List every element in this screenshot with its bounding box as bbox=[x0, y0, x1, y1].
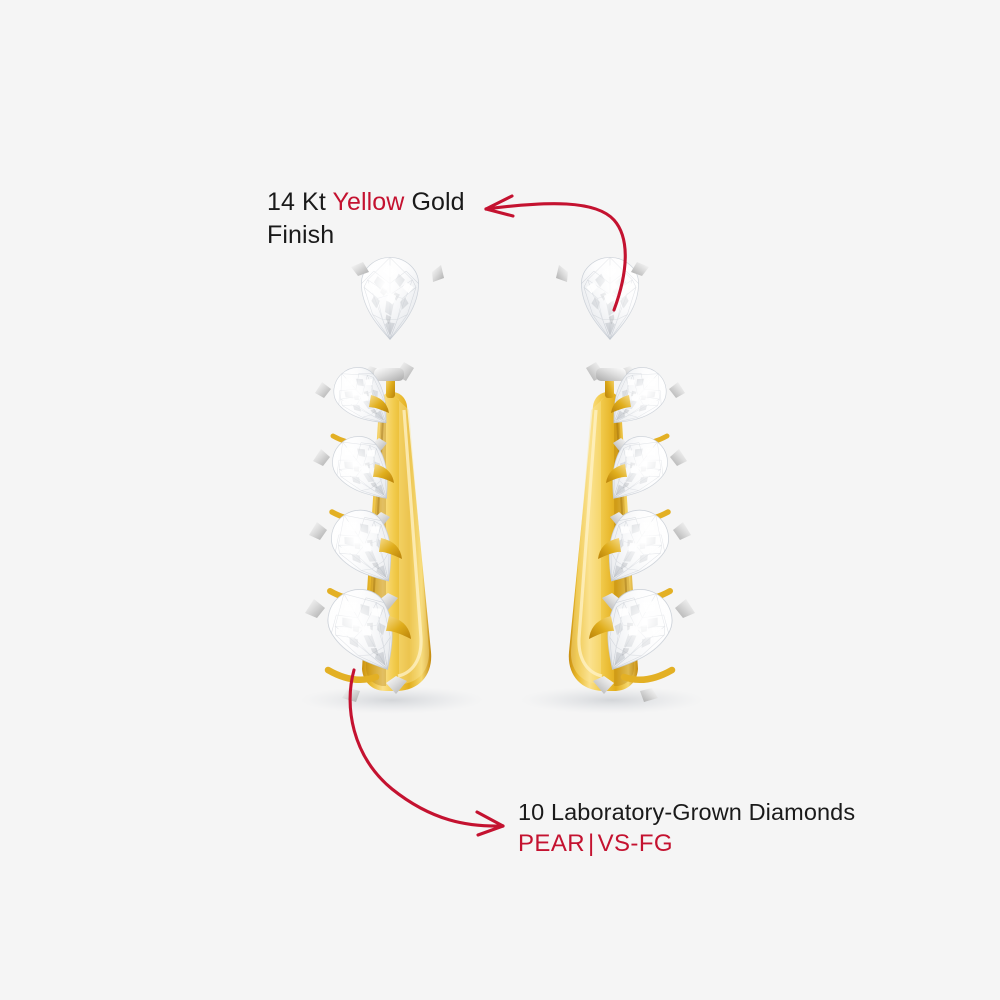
diamond-shape-label: PEAR bbox=[518, 829, 585, 857]
accent-diamond-left-4 bbox=[305, 578, 415, 702]
bottom-annotation-label: 10 Laboratory-Grown Diamonds PEAR|VS-FG bbox=[518, 797, 855, 859]
accent-diamond-right-4 bbox=[585, 578, 695, 702]
accent-diamond-left-1 bbox=[315, 358, 404, 453]
top-annotation-highlight: Yellow bbox=[332, 188, 405, 216]
earring-right bbox=[556, 257, 695, 702]
earring-left bbox=[305, 257, 444, 702]
shadow-right bbox=[520, 686, 704, 714]
bottom-annotation-line-1: 10 Laboratory-Grown Diamonds bbox=[518, 799, 856, 825]
diamond-quality-label: VS-FG bbox=[597, 829, 673, 857]
accent-diamond-right-3 bbox=[588, 499, 691, 610]
bottom-annotation-line-2: PEAR|VS-FG bbox=[518, 828, 855, 859]
top-annotation-suffix: Gold bbox=[404, 188, 465, 216]
top-annotation-line-1: 14 Kt Yellow Gold bbox=[267, 186, 465, 219]
stud-diamond-right bbox=[581, 257, 639, 340]
top-annotation-label: 14 Kt Yellow Gold Finish bbox=[267, 186, 465, 251]
label-separator: | bbox=[587, 829, 595, 857]
stud-diamond-left bbox=[361, 257, 419, 340]
accent-diamond-right-1 bbox=[596, 358, 685, 453]
top-annotation-prefix: 14 Kt bbox=[267, 188, 333, 216]
top-annotation-line-2: Finish bbox=[267, 220, 335, 249]
accent-diamond-right-2 bbox=[593, 426, 687, 528]
